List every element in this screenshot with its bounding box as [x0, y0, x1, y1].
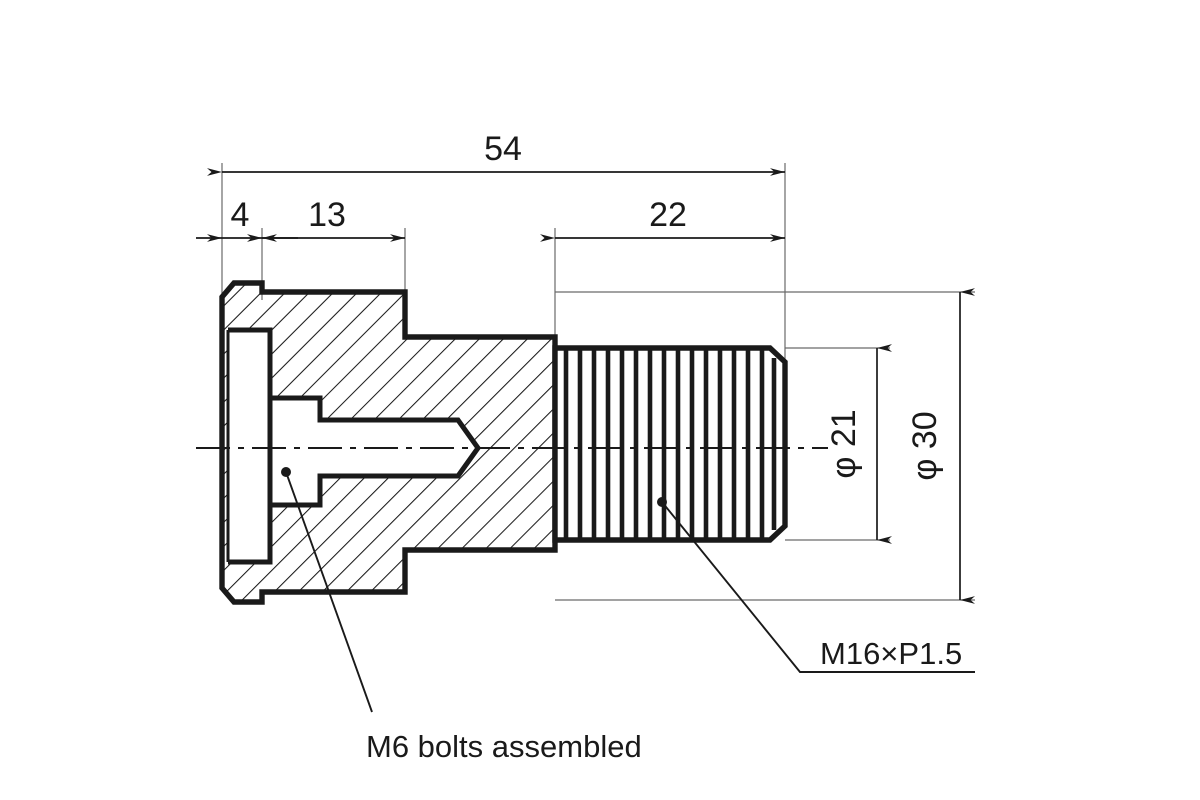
dim-label-phi21: φ 21: [825, 409, 863, 478]
dim-label-4: 4: [231, 196, 250, 234]
thread-crest-lines: [563, 350, 777, 538]
dimension-thread-length: 22: [540, 196, 785, 242]
part-cross-section: [219, 280, 558, 605]
annotation-label-bolt-note: M6 bolts assembled: [366, 729, 642, 764]
dimension-thread-diameter: φ 21: [825, 344, 892, 544]
dim-label-54: 54: [484, 130, 522, 168]
dim-label-13: 13: [308, 196, 346, 234]
thread-outline: [552, 345, 788, 543]
bolt-hole-blank: [268, 398, 478, 505]
dimension-hub-length: 13: [247, 196, 405, 242]
threaded-shank: [552, 345, 788, 543]
leader-line-bolt-note: [285, 471, 373, 713]
flange-recess-blank: [228, 330, 270, 562]
annotation-label-thread-spec: M16×P1.5: [820, 636, 962, 671]
flange-recess-outline: [228, 327, 273, 565]
annotation-bolt-note: M6 bolts assembled: [281, 467, 642, 764]
part-outline: [219, 280, 558, 605]
dimension-overall-length: 54: [207, 130, 785, 176]
dim-label-22: 22: [649, 196, 687, 234]
dim-label-phi30: φ 30: [906, 411, 944, 480]
leader-line-thread-spec: [661, 501, 975, 673]
annotation-thread-spec: M16×P1.5: [657, 497, 975, 673]
dimension-body-diameter: φ 30: [906, 288, 975, 604]
extension-lines: [221, 163, 975, 601]
